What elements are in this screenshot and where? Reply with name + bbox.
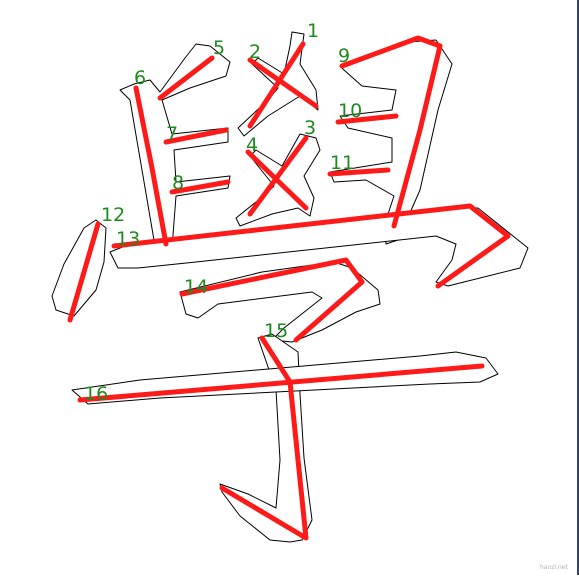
stroke-number-13: 13 [116,228,140,250]
outline-right-bracket [329,39,453,245]
right-border [577,0,579,575]
stroke-number-4: 4 [246,134,258,156]
stroke-number-5: 5 [213,37,225,59]
stroke-9-path [339,35,443,229]
stroke-11-path [327,167,391,177]
stroke-number-1: 1 [307,20,319,42]
stroke-10-path [335,113,399,125]
stroke-1-path [247,41,306,129]
character-outline [51,31,529,543]
stroke-8-path [169,179,231,195]
stroke-number-12: 12 [101,204,125,226]
stroke-15-path [219,335,309,541]
stroke-12-path [67,221,101,323]
stroke-14-path [179,257,365,343]
stroke-numbers: 1 2 3 4 5 6 7 8 9 10 11 12 13 14 15 16 [84,20,362,405]
outline-left-dot [51,219,107,317]
stroke-13-path [111,203,511,289]
stroke-4-path [245,149,309,211]
stroke-number-8: 8 [172,172,184,194]
stroke-5-path [157,55,215,101]
stroke-number-2: 2 [249,41,261,63]
stroke-number-9: 9 [338,45,350,67]
stroke-6-path [133,85,169,247]
stroke-number-11: 11 [330,152,354,174]
stroke-7-path [163,127,229,145]
stroke-number-16: 16 [84,383,108,405]
stroke-number-7: 7 [166,123,178,145]
stroke-3-path [247,135,309,217]
stroke-16-path [77,363,485,403]
stroke-number-14: 14 [184,276,208,298]
stroke-number-15: 15 [264,320,288,342]
stroke-2-path [247,57,319,109]
stroke-number-6: 6 [134,67,146,89]
stroke-number-3: 3 [304,117,316,139]
credit-text: hanzi.net [540,564,569,571]
stroke-paths [67,35,511,541]
stroke-number-10: 10 [338,100,362,122]
